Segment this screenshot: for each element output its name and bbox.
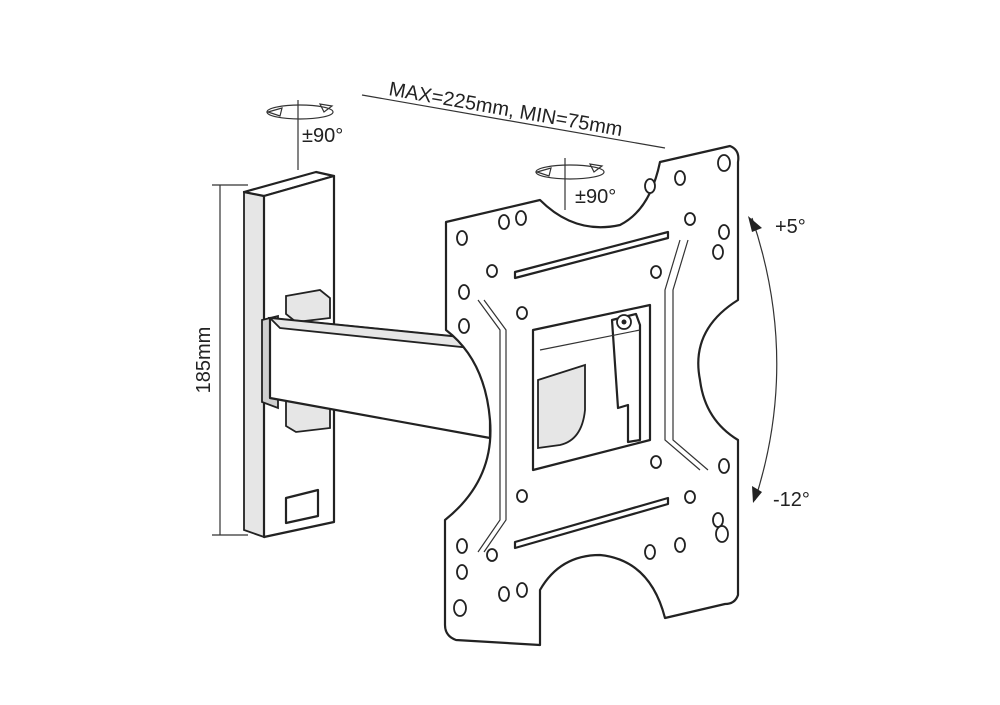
- top-slot: [513, 230, 670, 280]
- wall-bracket-side: [243, 190, 265, 539]
- right-rail-inner: [672, 239, 709, 471]
- vesa-range-label: MAX=225mm, MIN=75mm: [387, 78, 624, 141]
- swing-arm: [261, 314, 492, 440]
- wall-bracket-slot: [284, 488, 320, 525]
- tilt-up-label: +5°: [775, 216, 806, 238]
- mounting-hole: [684, 490, 696, 504]
- mounting-hole: [684, 212, 696, 226]
- tilt-down-arrow-icon: [752, 486, 762, 503]
- tilt-indicator: +5° -12°: [748, 216, 810, 511]
- mounting-hole: [718, 224, 730, 240]
- bottom-slot: [513, 496, 670, 550]
- height-label: 185mm: [193, 327, 215, 394]
- vesa-plate: [443, 144, 740, 647]
- mounting-hole: [712, 512, 724, 528]
- mounting-hole: [516, 489, 528, 503]
- plate-swivel-label: ±90°: [575, 186, 616, 208]
- plate-swivel-arrow-icon: [534, 167, 552, 177]
- center-plate-line: [539, 329, 641, 351]
- mounting-hole: [650, 455, 662, 469]
- center-hinge-pin: [610, 312, 642, 444]
- wall-swivel-ellipse: [266, 104, 334, 120]
- mounting-hole: [456, 564, 468, 580]
- tilt-up-arrow-icon: [748, 216, 762, 232]
- plate-swivel-arrow-icon-2: [588, 163, 604, 173]
- mounting-hole: [453, 599, 467, 617]
- mounting-hole: [718, 458, 730, 474]
- vesa-dimension: MAX=225mm, MIN=75mm: [361, 78, 666, 149]
- mounting-hole: [498, 586, 510, 602]
- wall-swivel-arrow-icon: [265, 107, 283, 117]
- mounting-hole: [674, 170, 686, 186]
- left-rail-inner: [483, 299, 507, 553]
- mounting-hole: [717, 154, 731, 172]
- mounting-hole: [516, 582, 528, 598]
- mounting-hole: [674, 537, 686, 553]
- mounting-hole: [644, 544, 656, 560]
- center-screw-dot: [621, 319, 627, 325]
- tilt-down-label: -12°: [773, 489, 810, 511]
- left-rail: [477, 299, 501, 553]
- mounting-holes: [453, 154, 731, 617]
- right-rail: [664, 239, 701, 471]
- plate-swivel-indicator: ±90°: [534, 158, 616, 210]
- center-lock-block: [537, 363, 586, 450]
- mounting-hole: [458, 318, 470, 334]
- mounting-hole: [515, 210, 527, 226]
- mounting-hole: [650, 265, 662, 279]
- mounting-hole: [516, 306, 528, 320]
- wall-swivel-arrow-icon-2: [318, 103, 334, 113]
- mounting-hole: [458, 284, 470, 300]
- mounting-hole: [456, 230, 468, 246]
- mounting-hole: [644, 178, 656, 194]
- height-dimension: 185mm: [193, 184, 248, 536]
- mounting-hole: [456, 538, 468, 554]
- vesa-dimension-line: [361, 94, 666, 149]
- wall-swivel-label: ±90°: [302, 125, 343, 147]
- mounting-hole: [486, 548, 498, 562]
- mounting-hole: [712, 244, 724, 260]
- hinge-block-top: [285, 289, 331, 323]
- mounting-hole: [715, 525, 729, 543]
- tilt-arc: [751, 217, 778, 501]
- mounting-hole: [498, 214, 510, 230]
- wall-swivel-indicator: ±90°: [265, 100, 343, 170]
- center-hinge: [531, 303, 652, 472]
- mounting-hole: [486, 264, 498, 278]
